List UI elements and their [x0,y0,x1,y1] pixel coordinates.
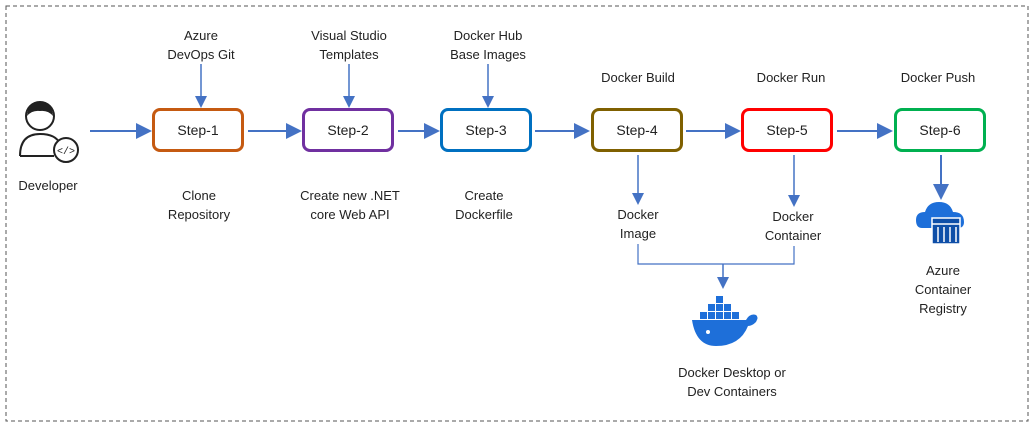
docker-whale-icon [692,296,758,346]
svg-text:</>: </> [57,146,75,158]
azure-container-registry-icon [916,202,964,245]
developer-label: Developer [18,178,78,193]
step-6-top-label: Docker Push [900,70,976,85]
step-4-top-label: Docker Build [601,70,675,85]
step-4-bottom-label: Docker Image [617,207,659,241]
step-2-bottom-label: Create new .NET core Web API [300,188,400,222]
step-3-box: Step-3 [440,108,532,152]
step-2-box: Step-2 [302,108,394,152]
connector-image-container [637,244,795,265]
step-1-bottom-label: Clone Repository [167,188,231,222]
step-5-top-label: Docker Run [756,70,826,85]
step-4-box: Step-4 [591,108,683,152]
outer-frame [5,5,1029,422]
step-1-box: Step-1 [152,108,244,152]
step-5-bottom-label: Docker Container [764,209,822,243]
developer-icon: </> [19,101,79,163]
docker-target-label: Docker Desktop or Dev Containers [678,365,786,399]
step-6-box: Step-6 [894,108,986,152]
step-2-top-label: Visual Studio Templates [311,28,387,62]
step-3-top-label: Docker Hub Base Images [450,28,526,62]
step-5-box: Step-5 [741,108,833,152]
step-1-top-label: Azure DevOps Git [167,28,235,62]
step-3-bottom-label: Create Dockerfile [455,188,513,222]
step-6-bottom-label: Azure Container Registry [914,263,972,316]
